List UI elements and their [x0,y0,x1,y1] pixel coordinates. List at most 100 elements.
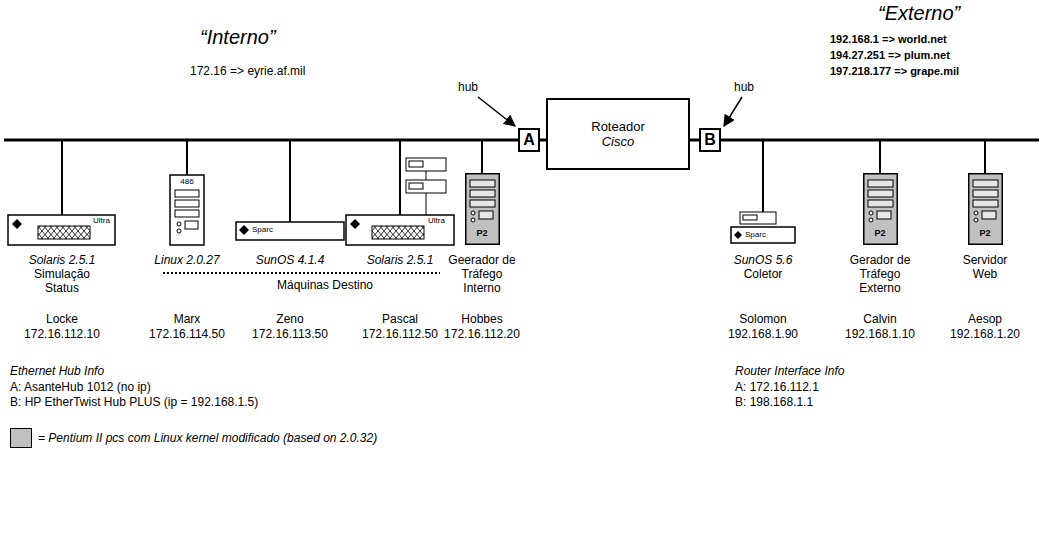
label: 172.16.112.20 [444,327,520,341]
label: hub [734,80,754,94]
label-box: Coletor [744,267,783,281]
label: Router Interface Info [735,364,844,378]
label: Geerador de Tráfego Interno [444,253,520,295]
label: Locke [46,312,78,326]
label: 192.168.1 => world.net [830,33,947,46]
label: “Externo” [878,2,960,24]
label: P2 [874,228,885,239]
sparc-workstation [236,222,344,240]
label-box: 192.168.1.90 [728,327,798,341]
ultra-workstation [346,158,454,245]
label-box: 172.16.112.20 [444,327,520,341]
label: B: HP EtherTwist Hub PLUS (ip = 192.168.… [10,395,258,409]
label: 194.27.251 => plum.net [830,49,950,62]
label: A: AsanteHub 1012 (no ip) [10,380,151,394]
label-box: Router Interface Info [735,364,844,378]
label: Coletor [744,267,783,281]
label: A: 172.16.112.1 [735,380,819,394]
label-box: Aesop [968,312,1002,326]
label-box: 194.27.251 => plum.net [830,49,950,62]
label: Calvin [863,312,896,326]
router-box: RoteadorCisco [546,98,690,170]
label-box: B: HP EtherTwist Hub PLUS (ip = 192.168.… [10,395,258,409]
hub-box: B [699,128,721,152]
label: Linux 2.0.27 [154,253,219,267]
label-box: Gerador de Tráfego Externo [844,253,916,295]
label: 192.168.1.90 [728,327,798,341]
label-box: B: 198.168.1.1 [735,395,813,409]
label: SunOS 4.1.4 [256,253,325,267]
label: Simulação Status [27,267,97,295]
label-box: 172.16.112.50 [362,327,438,341]
label: Gerador de Tráfego Externo [844,253,916,295]
label: B: 198.168.1.1 [735,395,813,409]
label-box: Simulação Status [27,267,97,295]
label-box: Geerador de Tráfego Interno [444,253,520,295]
ultra-workstation [8,215,115,245]
label: Marx [174,312,201,326]
label-box: 172.16 => eyrie.af.mil [190,64,305,78]
label-box: A: 172.16.112.1 [735,380,819,394]
label-box: Linux 2.0.27 [154,253,219,267]
label: 172.16.114.50 [149,327,225,341]
hub-box: A [518,128,540,152]
label-box: Sparc [252,225,273,235]
label: 172.16.112.50 [362,327,438,341]
label: Zeno [276,312,303,326]
label: 172.16 => eyrie.af.mil [190,64,305,78]
label-box: Ethernet Hub Info [10,364,104,378]
label: Hobbes [461,312,502,326]
label-box: P2 [979,228,990,239]
label-box: 192.168.1.20 [950,327,1020,341]
label-box: Zeno [276,312,303,326]
label-box: 172.16.112.10 [24,327,100,341]
pc-tower [170,175,204,245]
label-box: 192.168.1.10 [845,327,915,341]
label-box: 197.218.177 => grape.mil [830,65,959,78]
label: Ultra [93,216,110,226]
label-box: SunOS 5.6 [734,253,793,267]
label-box: “Interno” [200,26,276,48]
label: hub [458,80,478,94]
label: 192.168.1.10 [845,327,915,341]
label-box: “Externo” [878,2,960,24]
label: 197.218.177 => grape.mil [830,65,959,78]
label: Sparc [745,230,766,240]
network-link [690,139,699,142]
label-box: Hobbes [461,312,502,326]
label: Sparc [252,225,273,235]
node-text: A [523,131,535,149]
label-box: Ultra [428,216,445,226]
label-box: A: AsanteHub 1012 (no ip) [10,380,151,394]
legend-entry: = Pentium II pcs com Linux kernel modifi… [38,431,377,445]
label-box: hub [734,80,754,94]
label: Pascal [382,312,418,326]
label: Solaris 2.5.1 [367,253,434,267]
label: 172.16.112.10 [24,327,100,341]
label-box: Servidor Web [955,253,1015,281]
label: Aesop [968,312,1002,326]
label: P2 [476,228,487,239]
label: Máquinas Destino [277,278,373,292]
label-box: P2 [874,228,885,239]
label-box: Solomon [739,312,786,326]
node-text: Cisco [602,134,635,149]
label: 192.168.1.20 [950,327,1020,341]
label: P2 [979,228,990,239]
label-box: Locke [46,312,78,326]
label-box: hub [458,80,478,94]
label-box: 172.16.114.50 [149,327,225,341]
label-box: Marx [174,312,201,326]
target-bracket [163,273,440,274]
legend-text: = Pentium II pcs com Linux kernel modifi… [38,431,377,445]
label-box: 192.168.1 => world.net [830,33,947,46]
label-box: Máquinas Destino [277,278,373,292]
label-box: Calvin [863,312,896,326]
label-box: Solaris 2.5.1 [29,253,96,267]
label: 172.16.113.50 [252,327,328,341]
label: Solomon [739,312,786,326]
label: “Interno” [200,26,276,48]
label-box: Pascal [382,312,418,326]
label: Ethernet Hub Info [10,364,104,378]
label-box: 486 [180,177,193,187]
